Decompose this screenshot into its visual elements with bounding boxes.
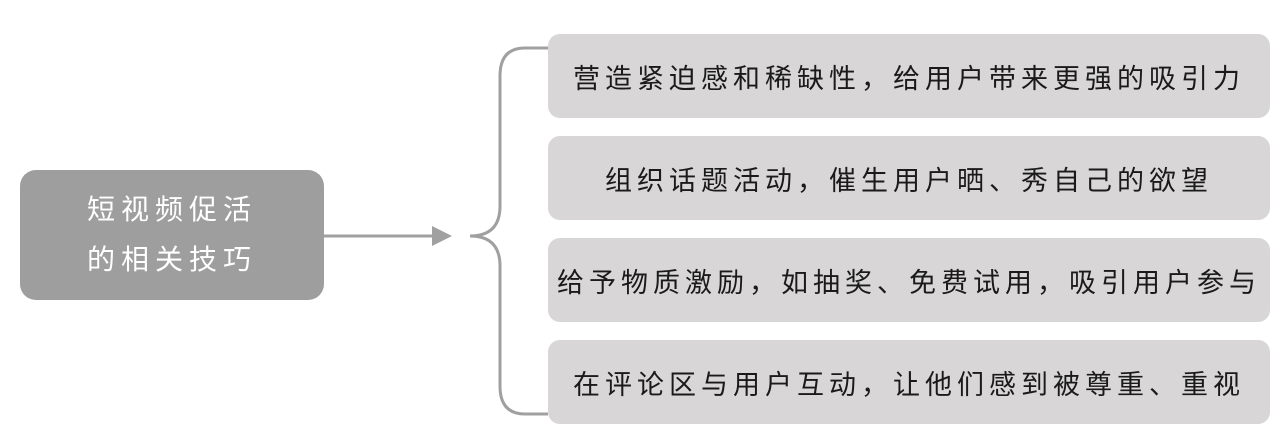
branch-node-2: 组织话题活动，催生用户晒、秀自己的欲望	[548, 136, 1270, 220]
branch-node-3-text: 给予物质激励，如抽奖、免费试用，吸引用户参与	[557, 267, 1261, 299]
root-node-line-2: 的相关技巧	[86, 243, 257, 276]
branch-node-4-text: 在评论区与用户互动，让他们感到被尊重、重视	[573, 369, 1245, 401]
branch-node-1: 营造紧迫感和稀缺性，给用户带来更强的吸引力	[548, 34, 1270, 118]
root-node: 短视频促活 的相关技巧	[20, 170, 324, 300]
branch-node-1-text: 营造紧迫感和稀缺性，给用户带来更强的吸引力	[573, 63, 1245, 95]
root-node-line-1: 短视频促活	[86, 193, 257, 226]
branch-node-3: 给予物质激励，如抽奖、免费试用，吸引用户参与	[548, 238, 1270, 322]
connector-brace	[469, 46, 548, 416]
branch-node-2-text: 组织话题活动，催生用户晒、秀自己的欲望	[605, 165, 1213, 197]
connector-arrow-head	[432, 226, 452, 246]
branch-node-4: 在评论区与用户互动，让他们感到被尊重、重视	[548, 340, 1270, 424]
